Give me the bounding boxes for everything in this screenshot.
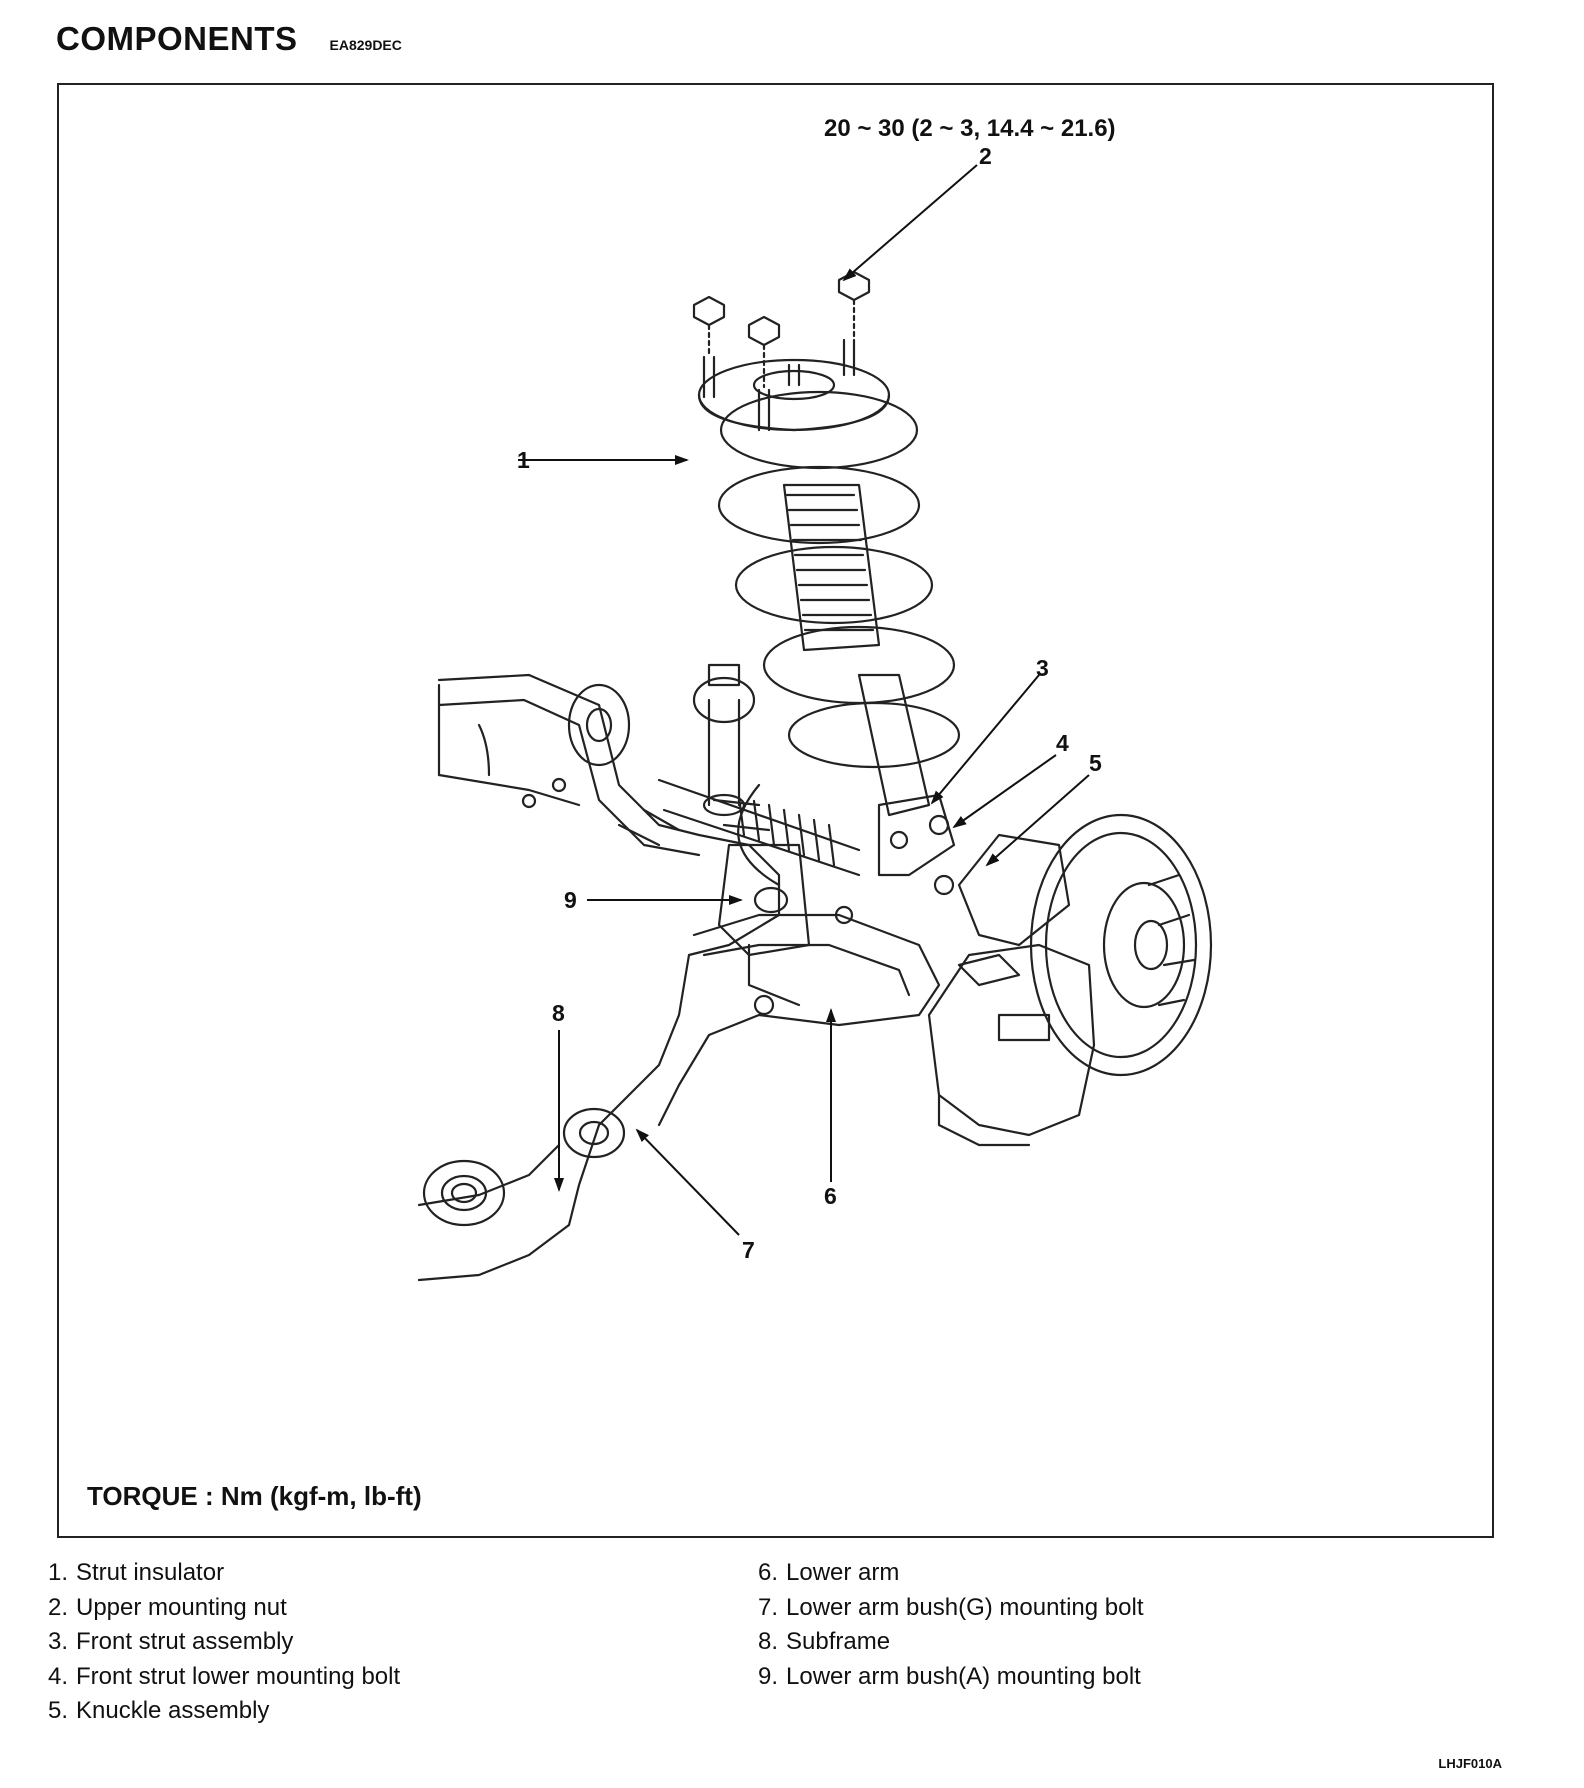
legend-number: 5. (47, 1697, 68, 1724)
legend-item: 6. Lower arm (740, 1556, 1144, 1591)
brake-caliper (927, 943, 1096, 1147)
front-bush (717, 843, 811, 957)
suspension-illustration (417, 164, 1213, 1282)
legend-label: Front strut lower mounting bolt (76, 1662, 401, 1690)
legend-label: Upper mounting nut (76, 1593, 287, 1621)
lower-arm (657, 905, 941, 1127)
stabilizer-link (692, 663, 756, 817)
subframe-bush (422, 1159, 506, 1227)
legend-number: 6. (757, 1559, 778, 1586)
leader-3 (930, 674, 1040, 805)
page-title: COMPONENTS (56, 20, 298, 57)
steering-gear (567, 683, 861, 877)
leader-2 (842, 164, 978, 282)
coil-spring (717, 390, 961, 887)
rear-bush (562, 1107, 626, 1159)
callout-8: 8 (552, 1000, 565, 1026)
legend-item: 5. Knuckle assembly (30, 1694, 400, 1729)
legend-item: 7. Lower arm bush(G) mounting bolt (740, 1591, 1144, 1626)
callout-5: 5 (1089, 750, 1102, 776)
document-code: EA829DEC (329, 37, 402, 53)
legend-number: 1. (47, 1559, 68, 1586)
callout-7: 7 (742, 1237, 755, 1263)
legend-item: 3. Front strut assembly (30, 1625, 400, 1660)
nuts (692, 270, 871, 389)
legend-label: Strut insulator (76, 1559, 225, 1586)
legend-number: 2. (47, 1593, 68, 1621)
legend-number: 9. (757, 1662, 778, 1690)
legend-label: Front strut assembly (76, 1628, 294, 1655)
legend-number: 3. (47, 1628, 68, 1655)
legend-number: 7. (757, 1593, 778, 1621)
legend-number: 8. (757, 1628, 778, 1655)
callout-9: 9 (564, 887, 577, 913)
legend-label: Lower arm bush(G) mounting bolt (786, 1593, 1144, 1621)
legend-number: 4. (47, 1662, 68, 1690)
legend-label: Lower arm bush(A) mounting bolt (786, 1662, 1141, 1690)
legend-left: 1. Strut insulator 2. Upper mounting nut 3… (30, 1556, 400, 1729)
legend-label: Knuckle assembly (76, 1697, 270, 1724)
strut-insulator (697, 358, 891, 432)
legend-item: 1. Strut insulator (30, 1556, 400, 1591)
legend-item: 9. Lower arm bush(A) mounting bolt (740, 1660, 1144, 1695)
page-header: COMPONENTS EA829DEC (56, 20, 402, 58)
legend-item: 4. Front strut lower mounting bolt (30, 1660, 400, 1695)
figure-code: LHJF010A (1438, 1756, 1502, 1771)
brake-disc (1029, 813, 1213, 1077)
legend-item: 2. Upper mounting nut (30, 1591, 400, 1626)
diagram-frame: 20 ~ 30 (2 ~ 3, 14.4 ~ 21.6) 1 2 3 4 5 6… (57, 83, 1494, 1538)
legend-item: 8. Subframe (740, 1625, 1144, 1660)
leader-5 (985, 774, 1090, 867)
legend-label: Lower arm (786, 1559, 900, 1586)
callout-1: 1 (517, 447, 530, 473)
knuckle (957, 833, 1071, 947)
callout-2: 2 (979, 143, 992, 169)
legend-label: Subframe (786, 1628, 891, 1655)
callout-3: 3 (1036, 655, 1049, 681)
callout-6: 6 (824, 1183, 837, 1209)
studs (702, 338, 856, 432)
legend-right: 6. Lower arm 7. Lower arm bush(G) mounting… (740, 1556, 1144, 1694)
strut-body (782, 483, 956, 896)
leader-7 (635, 1128, 740, 1236)
subframe (417, 673, 781, 1282)
callout-4: 4 (1056, 730, 1069, 756)
torque-units-note: TORQUE : Nm (kgf-m, lb-ft) (87, 1481, 422, 1511)
leader-4 (952, 754, 1057, 829)
torque-spec: 20 ~ 30 (2 ~ 3, 14.4 ~ 21.6) (824, 115, 1116, 142)
